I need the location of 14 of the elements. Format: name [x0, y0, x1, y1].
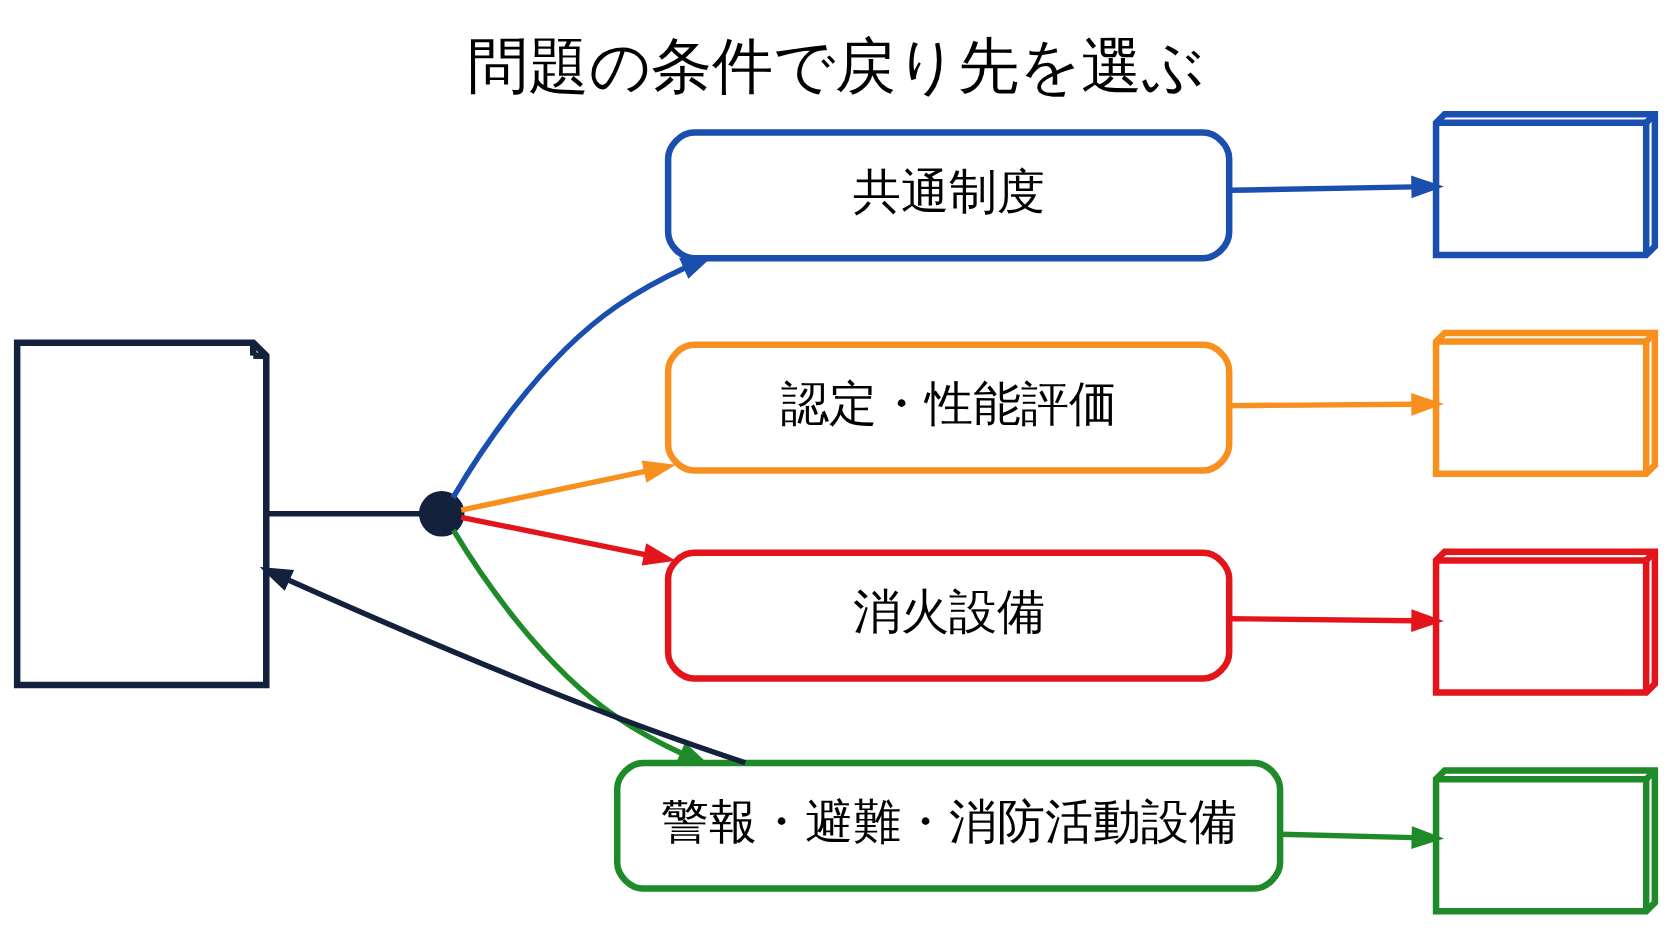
arrow — [1280, 826, 1445, 849]
node-box: 共通制度 — [664, 129, 1233, 262]
arrow — [1229, 392, 1444, 416]
arrow — [1229, 609, 1444, 633]
diagram-title: 問題の条件で戻り先を選ぶ — [467, 30, 1205, 101]
arrow — [460, 514, 676, 566]
node-circle — [419, 491, 465, 537]
node-box: 認定・性能評価 — [664, 341, 1233, 474]
arrow — [460, 460, 676, 513]
node-box: 消火設備 — [664, 549, 1233, 682]
arrow — [1229, 175, 1444, 199]
arrow — [259, 567, 747, 766]
connector — [266, 511, 423, 517]
node-box: 警報・避難・消防活動設備 — [613, 759, 1284, 892]
